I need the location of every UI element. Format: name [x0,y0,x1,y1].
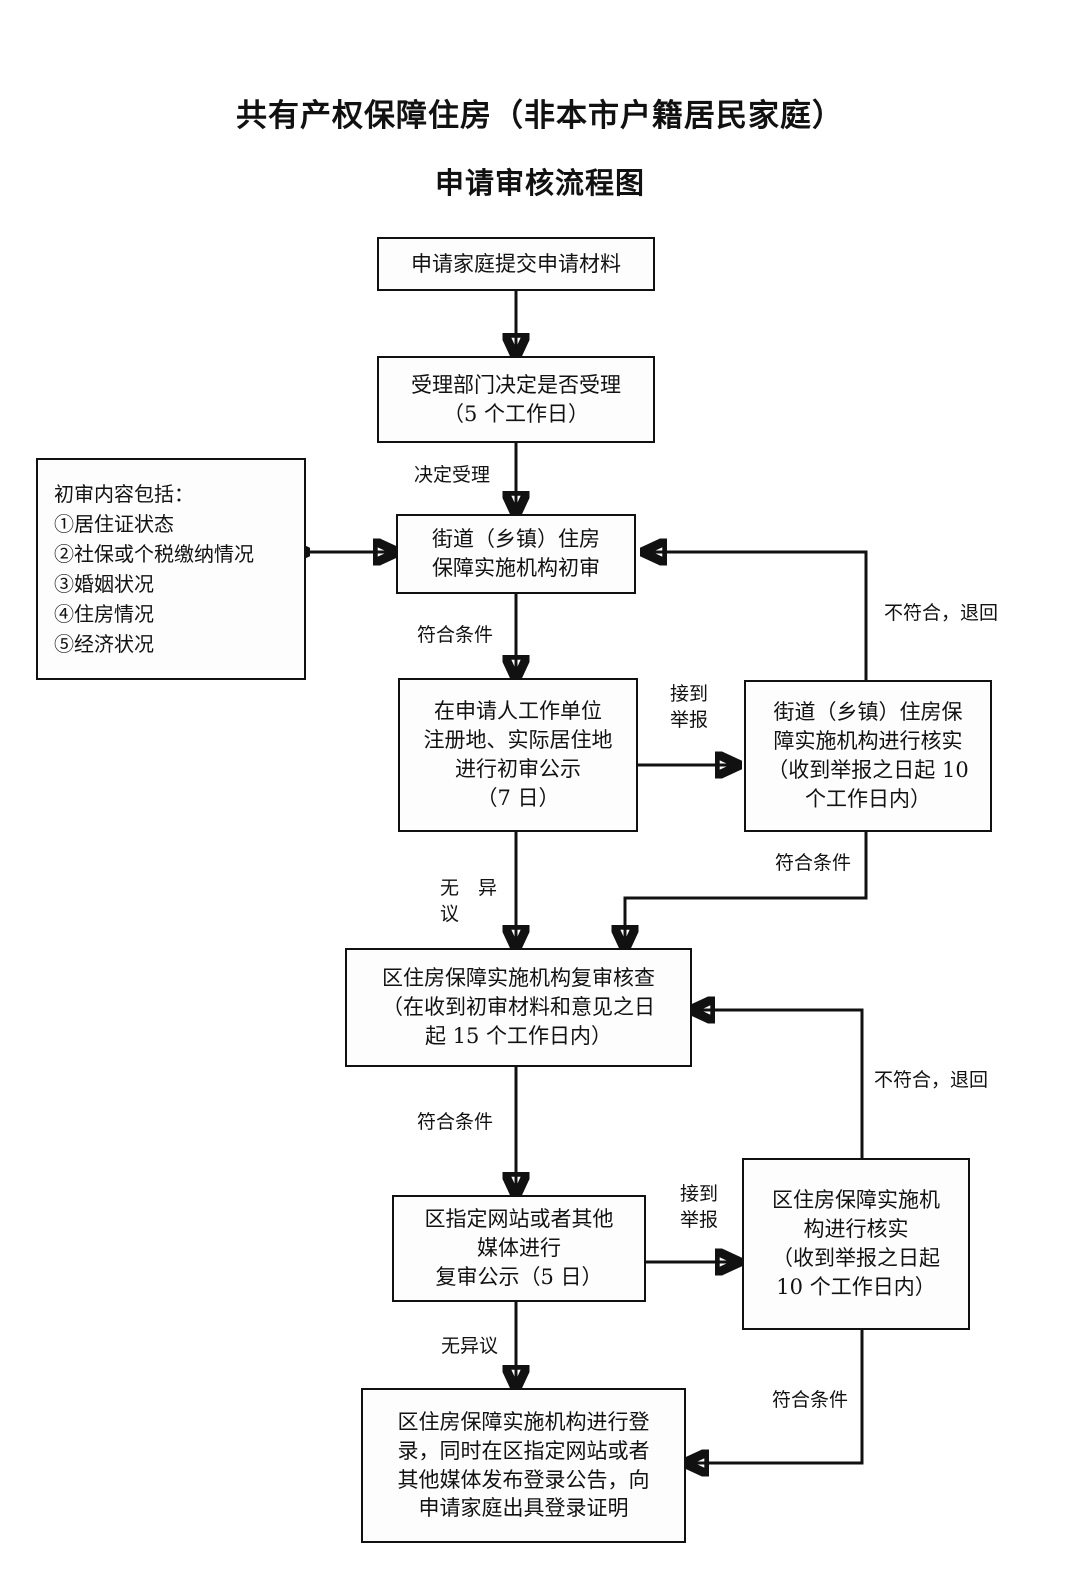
node-district-re-review[interactable]: 区住房保障实施机构复审核查 （在收到初审材料和意见之日 起 15 个工作日内） [345,948,692,1067]
node-street-verification[interactable]: 街道（乡镇）住房保 障实施机构进行核实 （收到举报之日起 10 个工作日内） [744,680,992,832]
node-text: （收到举报之日起 [772,1246,940,1270]
node-street-preliminary-review[interactable]: 街道（乡镇）住房 保障实施机构初审 [396,514,636,594]
page-title-line1: 共有产权保障住房（非本市户籍居民家庭） [236,98,844,134]
node-text: 起 15 个工作日内） [424,1023,613,1048]
edge-label-meets-conditions-2: 符合条件 [775,852,852,874]
edge-label-not-meet-return-1: 不符合，退回 [884,602,999,624]
node-second-publicity[interactable]: 区指定网站或者其他 媒体进行 复审公示（5 日） [392,1195,646,1302]
node-text: （7 日） [476,785,560,810]
edge-label-meets-conditions-1: 符合条件 [417,624,494,646]
node-text: 注册地、实际居住地 [423,728,613,753]
edge-label-report-received-2: 接到 举报 [676,1182,722,1233]
node-text: 其他媒体发布登录公告，向 [397,1467,650,1492]
edge-label-line: 无 异 [440,877,498,899]
node-text: 录，同时在区指定网站或者 [397,1438,650,1463]
node-accept-decision[interactable]: 受理部门决定是否受理 （5 个工作日） [377,356,655,443]
node-text: 申请家庭提交申请材料 [411,251,621,276]
edge-label-no-objection-2: 无异议 [441,1335,499,1357]
node-text: 受理部门决定是否受理 [411,372,621,397]
node-text: 媒体进行 [477,1236,561,1261]
edge-label-line: 接到 [669,683,708,705]
edge-label-line: 议 [440,902,460,925]
wire-street-verify-to-district-review [625,832,868,948]
node-text: 复审公示（5 日） [435,1264,603,1289]
node-text: 区住房保障实施机构复审核查 [382,966,655,991]
node-text: 街道（乡镇）住房保 [773,700,963,725]
edge-label-meets-conditions-4: 符合条件 [772,1389,849,1411]
node-registration[interactable]: 区住房保障实施机构进行登 录，同时在区指定网站或者 其他媒体发布登录公告，向 申… [361,1388,686,1543]
node-text: （在收到初审材料和意见之日 [382,995,655,1020]
edge-label-line: 接到 [679,1183,718,1205]
edge-label-decide-accept: 决定受理 [414,464,491,486]
node-text: 障实施机构进行核实 [773,729,963,754]
node-text: ②社保或个税缴纳情况 [54,542,254,566]
node-text: ③婚姻状况 [54,572,154,596]
node-text: （5 个工作日） [442,401,590,426]
node-text: 10 个工作日内） [776,1274,936,1299]
edge-label-line: 举报 [679,1208,718,1231]
node-text: ④住房情况 [54,602,154,626]
node-text: 区指定网站或者其他 [424,1207,614,1232]
node-submit-application[interactable]: 申请家庭提交申请材料 [377,237,655,291]
edge-label-no-objection-1: 无 异 议 [440,876,516,927]
node-text: 区住房保障实施机 [772,1188,940,1213]
node-text: 进行初审公示 [455,757,581,781]
node-text: 街道（乡镇）住房 [432,527,600,552]
node-text: 初审内容包括： [54,482,194,506]
page-title-line2: 申请审核流程图 [434,166,645,200]
edge-label-report-received-1: 接到 举报 [666,682,712,733]
node-text: 在申请人工作单位 [434,699,602,724]
node-text: ①居住证状态 [54,512,174,536]
node-text: 保障实施机构初审 [432,556,600,580]
wire-street-verify-return-to-street-review [644,552,868,680]
edge-label-line: 举报 [669,708,708,731]
node-text: 区住房保障实施机构进行登 [397,1409,650,1434]
node-text: 个工作日内） [805,786,931,811]
wire-district-verify-return-to-district-review [692,1010,864,1158]
node-text: （收到举报之日起 10 [767,758,969,782]
node-text: 申请家庭出具登录证明 [418,1496,629,1521]
node-first-publicity[interactable]: 在申请人工作单位 注册地、实际居住地 进行初审公示 （7 日） [398,678,638,832]
edge-label-meets-conditions-3: 符合条件 [417,1111,494,1133]
node-preliminary-review-criteria[interactable]: 初审内容包括： ①居住证状态 ②社保或个税缴纳情况 ③婚姻状况 ④住房情况 ⑤经… [36,458,306,680]
node-text: ⑤经济状况 [54,632,154,656]
node-text: 构进行核实 [803,1217,909,1242]
edge-label-not-meet-return-2: 不符合，退回 [874,1069,989,1091]
node-district-verification[interactable]: 区住房保障实施机 构进行核实 （收到举报之日起 10 个工作日内） [742,1158,970,1330]
